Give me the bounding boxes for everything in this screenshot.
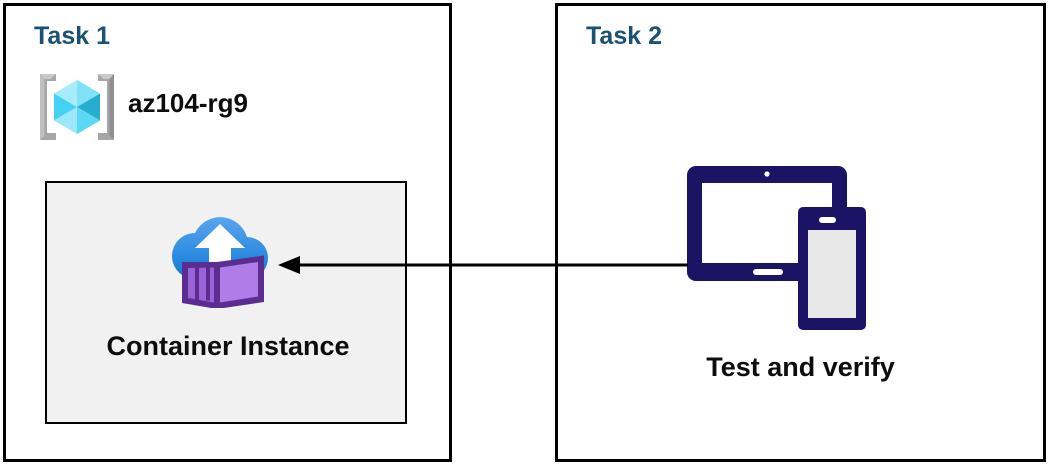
azure-container-instance-icon	[172, 217, 268, 308]
connector-arrow-left	[278, 256, 688, 274]
resource-group-name: az104-rg9	[128, 88, 248, 118]
test-and-verify-label: Test and verify	[706, 352, 895, 382]
devices-tablet-phone-icon	[687, 166, 866, 330]
container-instance-box: Container Instance	[45, 181, 407, 424]
azure-resource-group-icon	[40, 74, 114, 140]
panel-title-task-1: Task 1	[34, 22, 110, 50]
container-instance-label: Container Instance	[106, 331, 350, 361]
resource-group-row: az104-rg9	[36, 68, 336, 146]
panel-task-1: Task 1	[3, 3, 452, 462]
panel-title-task-2: Task 2	[586, 22, 662, 50]
